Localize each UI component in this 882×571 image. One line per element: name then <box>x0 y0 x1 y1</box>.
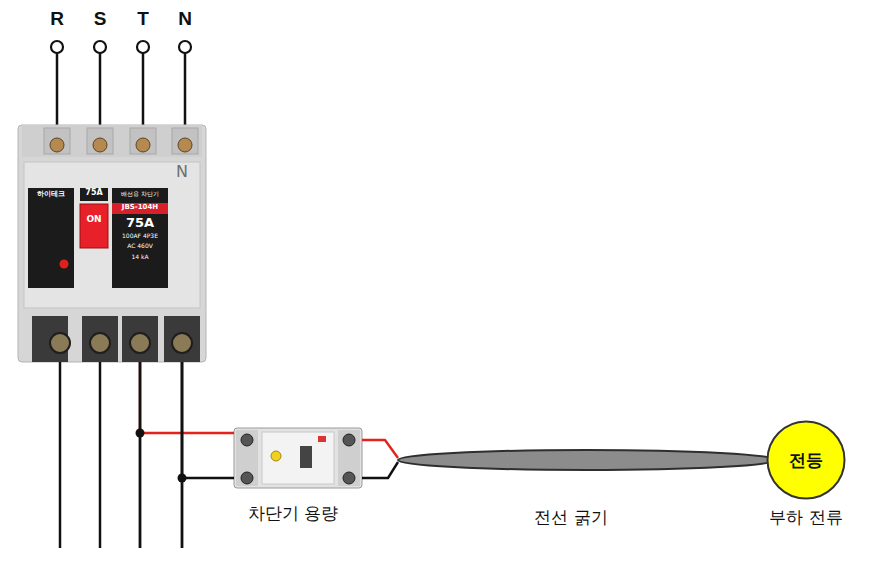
junction-dot <box>136 429 145 438</box>
device-name: 배선용 차단기 <box>112 191 168 198</box>
terminal-label: R <box>50 9 64 30</box>
branch-breaker: 차단기 용량 <box>234 428 362 488</box>
screw <box>241 472 253 484</box>
voltage-spec: AC 460V <box>112 243 168 250</box>
caption-text: 전선 굵기 <box>534 508 607 527</box>
main-breaker: 하이테크 75A ON 배선용 차단기 JBS-104H 75A 100AF 4P3E AC … <box>18 125 206 362</box>
screw <box>130 333 150 353</box>
lamp-text: 전등 <box>789 451 823 470</box>
terminal-block <box>236 430 258 486</box>
terminal-label: S <box>94 9 107 30</box>
terminal-label: N <box>178 9 192 30</box>
terminal-circle <box>94 41 106 53</box>
screw <box>50 138 64 152</box>
screw <box>241 434 253 446</box>
junction-dot <box>178 474 187 483</box>
terminal-block <box>164 316 200 362</box>
switch-state: ON <box>80 215 108 225</box>
branch-breaker-body <box>234 428 362 488</box>
model-number: JBS-104H <box>112 204 168 212</box>
breaker-face <box>262 432 334 484</box>
rated-current: 75A <box>112 216 168 230</box>
wire-connector <box>362 440 398 458</box>
model-band <box>112 203 168 214</box>
terminal-circle <box>179 41 191 53</box>
terminal-block <box>338 430 360 486</box>
label-plate <box>28 188 74 288</box>
screw <box>343 472 355 484</box>
lamp-circle: 전등부하 전류 <box>766 420 846 500</box>
wire-connector <box>362 462 398 478</box>
indicator <box>318 436 326 442</box>
caption-text: 부하 전류 <box>769 508 842 527</box>
wire <box>139 362 142 548</box>
terminal-block <box>82 316 118 362</box>
label-plate <box>112 188 168 288</box>
terminal-circle <box>137 41 149 53</box>
ellipse-outline <box>396 448 778 472</box>
frame-spec: 100AF 4P3E <box>112 233 168 240</box>
test-button <box>271 451 281 461</box>
terminal-block <box>130 128 156 154</box>
front-panel <box>24 162 200 308</box>
rating-text: 75A <box>80 189 108 198</box>
toggle-handle <box>80 204 108 248</box>
caption-text: 차단기 용량 <box>248 504 338 523</box>
screw <box>50 333 70 353</box>
wire <box>99 362 102 548</box>
screw <box>136 138 150 152</box>
terminal-circle <box>51 41 63 53</box>
terminal-block <box>87 128 113 154</box>
wire-connector <box>140 362 234 433</box>
test-button <box>60 260 69 269</box>
screw <box>90 333 110 353</box>
lamp-shape <box>768 422 845 499</box>
cable-shape <box>398 450 776 470</box>
terminal-block <box>44 128 70 154</box>
screw <box>172 333 192 353</box>
terminal-label: T <box>137 9 149 30</box>
brand-text: 하이테크 <box>28 191 74 199</box>
wire <box>59 362 62 548</box>
toggle-handle <box>300 446 312 468</box>
screw <box>178 138 192 152</box>
rating-tag <box>80 188 108 201</box>
screw <box>343 434 355 446</box>
terminal-housing <box>22 125 202 157</box>
wire <box>181 362 184 548</box>
screw <box>93 138 107 152</box>
breaker-body <box>18 125 206 362</box>
wire-connector <box>182 362 234 478</box>
neutral-mark: N <box>168 163 196 181</box>
terminal-block <box>122 316 158 362</box>
breaking-capacity: 14 kA <box>112 254 168 261</box>
cable: 전선 굵기 <box>396 448 778 472</box>
terminal-block <box>172 128 198 154</box>
